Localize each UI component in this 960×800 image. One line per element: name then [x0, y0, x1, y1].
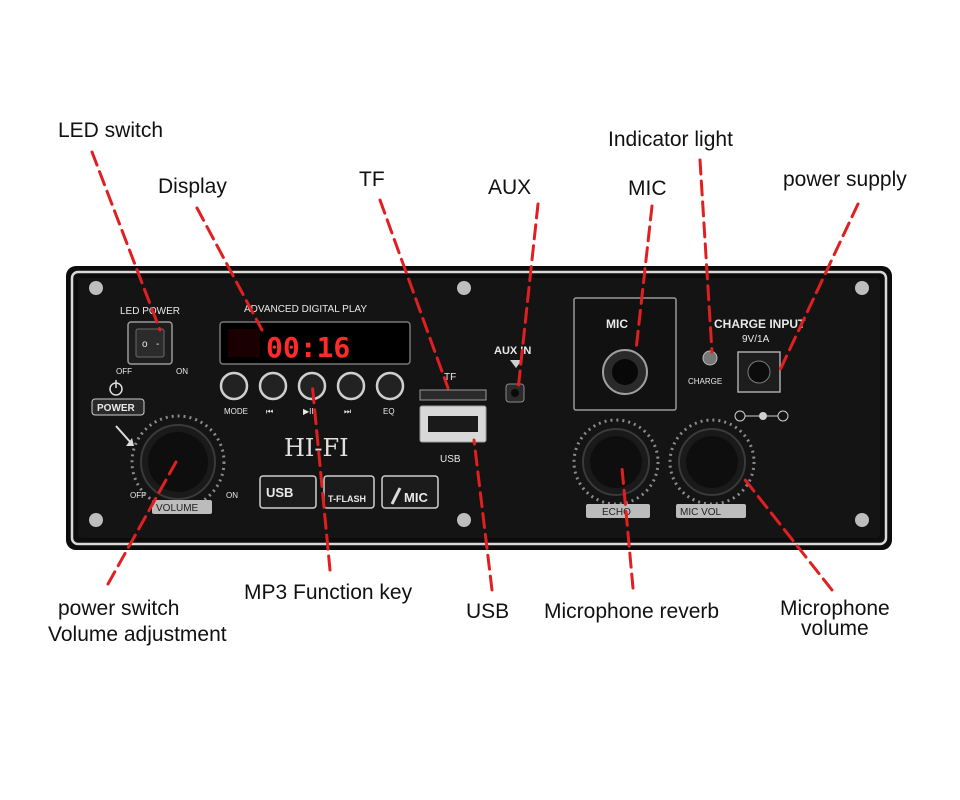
callout-microphone-volume-group: Microphone volume: [780, 597, 890, 641]
mp3-button-next[interactable]: ⏭: [336, 371, 366, 416]
mic-box-label: MIC: [606, 317, 628, 331]
tf-slot-label: TF: [444, 372, 456, 383]
callout-mic: MIC: [628, 177, 667, 200]
screw: [855, 513, 869, 527]
mic-jack-hole: [612, 359, 638, 385]
display-indicator-area: [228, 329, 260, 357]
power-badge-label: POWER: [97, 403, 136, 414]
screw: [89, 281, 103, 295]
mode-label: MODE: [224, 407, 248, 416]
mp3-button-prev[interactable]: ⏮: [258, 371, 288, 416]
arrow-icon: [115, 425, 133, 445]
usb-badge-label: USB: [266, 485, 293, 500]
callout-power-switch: power switch: [58, 597, 180, 620]
aux-jack-hole: [511, 389, 519, 397]
callout-tf: TF: [359, 168, 385, 191]
play-label: ▶II: [303, 407, 314, 416]
mic-vol-knob-cap: [686, 436, 738, 488]
mic-vol-badge-label: MIC VOL: [680, 507, 722, 518]
callout-indicator-light: Indicator light: [608, 128, 733, 151]
mic-vol-scale: [668, 418, 756, 506]
callout-power-switch-group: power switch Volume adjustment: [48, 597, 227, 647]
led-off-label: OFF: [116, 367, 132, 376]
led-power-label: LED POWER: [120, 306, 180, 317]
charge-input-label: CHARGE INPUT: [714, 317, 806, 331]
volume-badge-label: VOLUME: [156, 503, 199, 514]
dc-power-jack[interactable]: [737, 351, 781, 393]
mic-vol-badge: [676, 504, 746, 518]
screw: [457, 281, 471, 295]
polarity-icon: [734, 410, 789, 422]
usb-port-opening: [428, 416, 478, 432]
display-readout: 00:16: [266, 331, 350, 364]
aux-in-label: AUX IN: [494, 345, 531, 357]
mp3-button-mode[interactable]: MODE: [219, 371, 249, 416]
eq-label: EQ: [383, 407, 395, 416]
echo-knob-cap: [590, 436, 642, 488]
callout-microphone-volume-line2: volume: [801, 617, 869, 640]
callout-display: Display: [158, 175, 227, 198]
mic-badge: [381, 475, 439, 509]
charge-rating-label: 9V/1A: [742, 334, 770, 345]
tf-card-slot[interactable]: [419, 389, 487, 401]
tflash-badge-label: T-FLASH: [328, 494, 366, 504]
callout-mp3-function-key: MP3 Function key: [244, 581, 413, 604]
callout-aux: AUX: [488, 176, 532, 199]
audio-amplifier-board: LED POWER o - OFF ON POWER OFF ON VOLUME…: [66, 266, 892, 550]
screw: [457, 513, 471, 527]
callout-microphone-reverb: Microphone reverb: [544, 600, 720, 623]
echo-badge-label: ECHO: [602, 507, 631, 518]
led-rocker: [135, 328, 165, 358]
volume-on-label: ON: [226, 491, 238, 500]
rocker-on-mark: -: [156, 339, 159, 350]
callout-usb: USB: [466, 600, 510, 623]
arrowhead-icon: [126, 438, 134, 446]
charge-indicator-led: [702, 350, 718, 366]
hifi-logo: HI-FI: [284, 434, 349, 462]
volume-knob-cap: [148, 432, 208, 492]
callout-volume-adjustment: Volume adjustment: [48, 623, 227, 646]
power-badge: [91, 398, 145, 416]
callout-power-supply: power supply: [783, 168, 907, 191]
mic-badge-label: MIC: [404, 490, 428, 505]
power-icon: [109, 380, 123, 396]
usb-port-label: USB: [440, 454, 461, 465]
charge-led-label: CHARGE: [688, 377, 722, 386]
led-on-label: ON: [176, 367, 188, 376]
rocker-off-mark: o: [142, 339, 148, 350]
next-label: ⏭: [344, 407, 351, 416]
callout-led-switch: LED switch: [58, 119, 164, 142]
prev-label: ⏮: [266, 407, 273, 416]
screw: [855, 281, 869, 295]
screw: [89, 513, 103, 527]
mic-badge-icon: [390, 487, 402, 505]
dc-jack-hole: [747, 360, 771, 384]
volume-off-label: OFF: [130, 491, 146, 500]
advanced-digital-label: ADVANCED DIGITAL PLAY: [244, 304, 367, 315]
callout-microphone-volume-line1: Microphone: [780, 597, 890, 620]
echo-scale: [572, 418, 660, 506]
